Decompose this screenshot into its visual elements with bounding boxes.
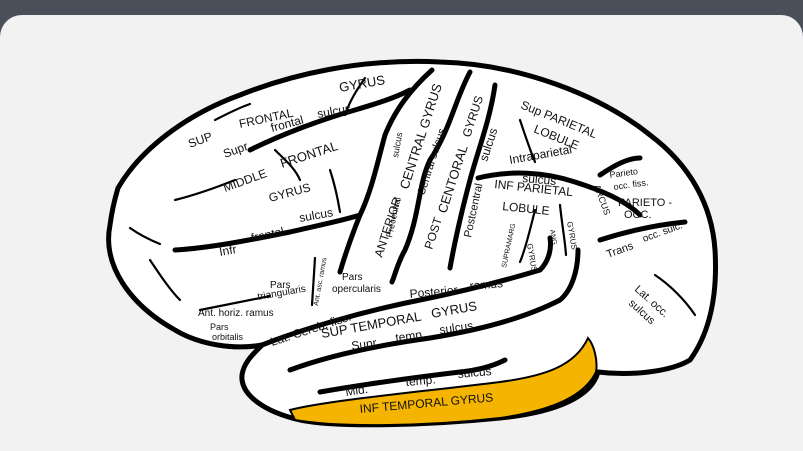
postcentral-sulcus [447, 82, 498, 271]
label-temp: temp. [394, 327, 426, 345]
label-ang: ANG [548, 229, 558, 245]
transverse-occipital [597, 219, 688, 243]
label-infr: Infr [218, 242, 238, 259]
inferior-frontal-sulcus [172, 212, 363, 253]
label-parieto-occ: PARIETO - [618, 197, 672, 209]
label-sulcus-infr: sulcus [298, 205, 334, 225]
superior-frontal-sulcus [247, 87, 413, 153]
label-occ: OCC. [624, 209, 652, 221]
label-posterior: Posterior [409, 283, 458, 301]
lateral-fissure [259, 267, 543, 348]
label-ant-horiz-ramus: Ant. horiz. ramus [198, 308, 274, 319]
intraparietal-sulcus [475, 170, 643, 218]
minor-sulcus [518, 208, 537, 264]
brain-outline [106, 58, 718, 428]
label-parieto: Parieto [609, 166, 639, 180]
middle-temporal-sulcus [317, 357, 508, 395]
label-pars-orb: Pars [210, 322, 229, 332]
label-supr-temp: Supr [350, 336, 377, 353]
minor-sulcus [328, 168, 342, 214]
minor-sulcus [128, 226, 162, 246]
minor-sulcus [273, 148, 302, 182]
label-occ-fiss: occ. fiss. [613, 177, 649, 192]
central-sulcus [389, 69, 473, 285]
lateral-fissure-posterior [537, 235, 553, 273]
label-sulcus-sup: sulcus [316, 101, 352, 121]
label-lobule-inf: LOBULE [502, 199, 551, 218]
label-sulcus-temp: sulcus [438, 318, 474, 337]
minor-sulcus [518, 118, 537, 164]
minor-sulcus [653, 273, 697, 317]
label-sulcus-vert: sulcus [390, 131, 404, 158]
minor-sulcus [558, 203, 568, 257]
label-temp-mid: temp. [405, 372, 436, 389]
label-frontal-infr: frontal [250, 224, 286, 245]
parieto-occipital [597, 155, 643, 178]
minor-sulcus [173, 178, 237, 202]
label-pars-oper: Pars [342, 272, 363, 283]
label-sulcus-intra: sulcus [522, 171, 557, 188]
superior-temporal-sulcus [287, 247, 581, 373]
minor-sulcus [310, 256, 317, 307]
label-mid: Mid. [344, 382, 368, 399]
minor-sulcus [213, 102, 252, 122]
inf-temporal-gyrus-highlight [288, 336, 598, 427]
minor-sulcus [198, 294, 272, 312]
precentral-sulcus [337, 67, 435, 275]
minor-sulcus [343, 76, 367, 117]
label-pars-tri: Pars [270, 280, 291, 291]
label-opercularis: opercularis [332, 284, 381, 295]
label-sulcus-mid: sulcus [457, 364, 492, 381]
brain-lateral-diagram: GYRUS FRONTAL SUP sulcus frontal Supr FR… [106, 58, 718, 428]
label-orbitalis: orbitalis [212, 332, 244, 342]
label-ramus: ramus [469, 276, 503, 293]
diagram-card: GYRUS FRONTAL SUP sulcus frontal Supr FR… [0, 15, 803, 451]
minor-sulcus [148, 258, 182, 302]
